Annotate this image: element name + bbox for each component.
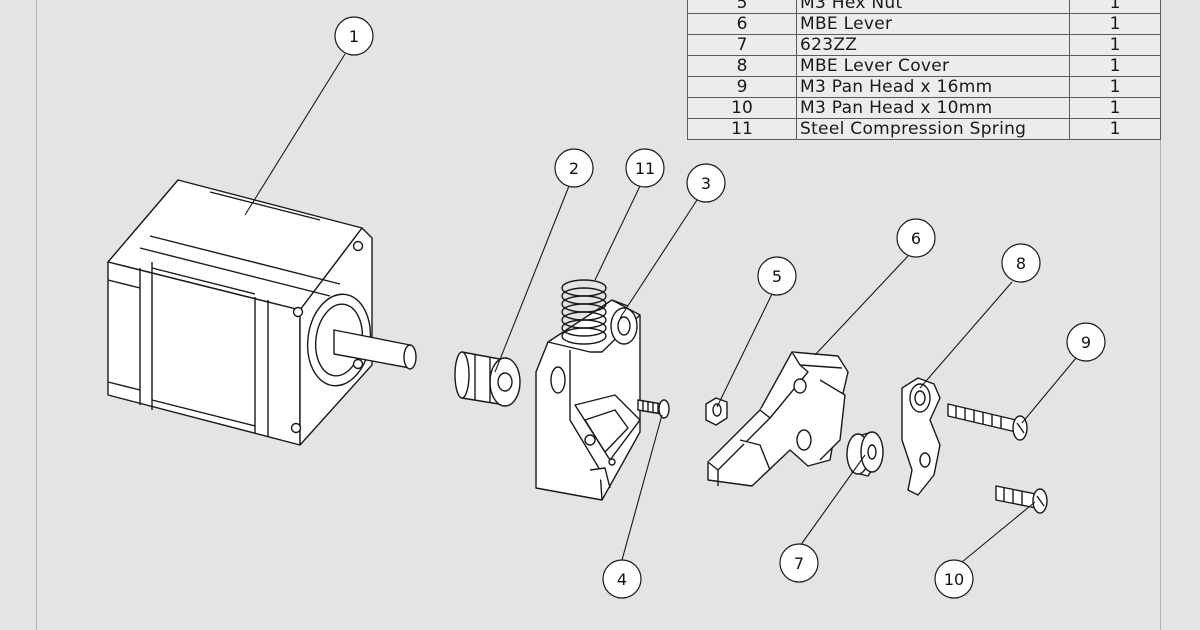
bom-quantity: 1 xyxy=(1069,97,1161,119)
lever-cover xyxy=(901,377,941,496)
bom-item-number: 7 xyxy=(687,34,797,56)
balloon-5-label: 5 xyxy=(772,267,782,286)
bom-description: MBE Lever Cover xyxy=(796,55,1070,77)
balloon-1-label: 1 xyxy=(349,27,359,46)
bom-item-number: 10 xyxy=(687,97,797,119)
balloon-3-label: 3 xyxy=(701,174,711,193)
sheet-border-right xyxy=(1160,0,1161,630)
bom-item-number: 5 xyxy=(687,0,797,14)
compression-spring xyxy=(561,279,607,345)
balloon-10: 10 xyxy=(934,559,974,599)
leader-lines xyxy=(244,53,1077,563)
balloon-11-label: 11 xyxy=(635,159,655,178)
balloon-1: 1 xyxy=(334,16,374,56)
balloons: 1 2 11 3 4 5 6 xyxy=(334,16,1106,599)
balloon-3: 3 xyxy=(686,163,726,203)
bom-quantity: 1 xyxy=(1069,55,1161,77)
screw-m3-small xyxy=(637,399,670,419)
bom-description: M3 Pan Head x 16mm xyxy=(796,76,1070,98)
bearing-623zz xyxy=(846,431,884,477)
balloon-9: 9 xyxy=(1066,322,1106,362)
bom-description: 623ZZ xyxy=(796,34,1070,56)
balloon-8: 8 xyxy=(1001,243,1041,283)
balloon-7-label: 7 xyxy=(794,554,804,573)
balloon-7: 7 xyxy=(779,543,819,583)
balloon-4: 4 xyxy=(602,559,642,599)
bom-item-number: 9 xyxy=(687,76,797,98)
balloon-10-label: 10 xyxy=(944,570,964,589)
bom-quantity: 1 xyxy=(1069,13,1161,35)
sheet-border-left xyxy=(36,0,37,630)
balloon-6-label: 6 xyxy=(911,229,921,248)
bom-description: M3 Pan Head x 10mm xyxy=(796,97,1070,119)
bom-description: M3 Hex Nut xyxy=(796,0,1070,14)
balloon-4-label: 4 xyxy=(617,570,627,589)
extruder-body xyxy=(535,299,641,501)
bom-quantity: 1 xyxy=(1069,34,1161,56)
screw-m3-16mm xyxy=(947,403,1028,441)
bom-description: Steel Compression Spring xyxy=(796,118,1070,140)
bom-item-number: 8 xyxy=(687,55,797,77)
bom-quantity: 1 xyxy=(1069,118,1161,140)
balloon-9-label: 9 xyxy=(1081,333,1091,352)
screw-m3-10mm xyxy=(995,485,1048,514)
bom-item-number: 11 xyxy=(687,118,797,140)
balloon-6: 6 xyxy=(896,218,936,258)
mbe-lever xyxy=(707,351,849,487)
drive-gear xyxy=(454,351,521,407)
bom-quantity: 1 xyxy=(1069,76,1161,98)
balloon-2-label: 2 xyxy=(569,159,579,178)
balloon-5: 5 xyxy=(757,256,797,296)
stepper-motor xyxy=(107,179,417,446)
bom-quantity: 1 xyxy=(1069,0,1161,14)
hex-nut xyxy=(705,397,728,426)
balloon-11: 11 xyxy=(625,148,665,188)
bom-description: MBE Lever xyxy=(796,13,1070,35)
bom-item-number: 6 xyxy=(687,13,797,35)
balloon-8-label: 8 xyxy=(1016,254,1026,273)
balloon-2: 2 xyxy=(554,148,594,188)
